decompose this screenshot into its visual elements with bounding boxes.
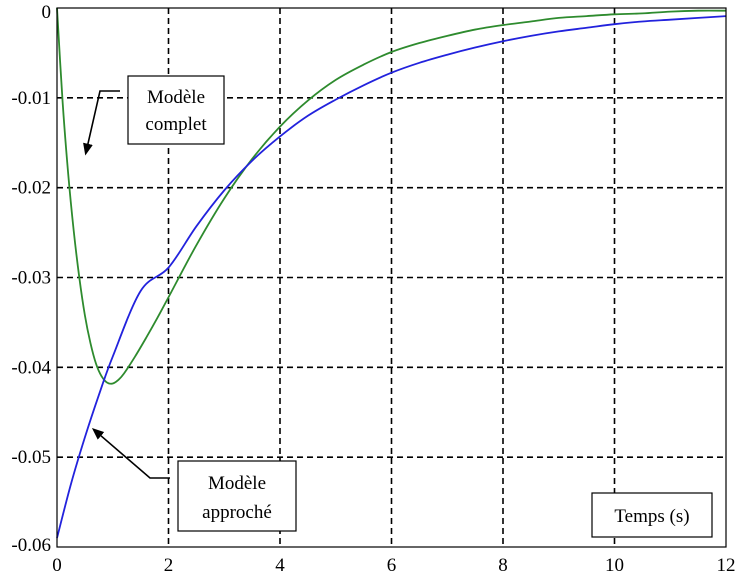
x-tick-label: 0	[52, 555, 62, 574]
series-group	[56, 7, 727, 539]
y-tick-label: -0.03	[11, 268, 51, 289]
x-tick-label: 4	[275, 555, 285, 574]
annotation-box-complet	[127, 75, 225, 145]
x-axis-label-box: Temps (s)	[591, 492, 713, 538]
y-tick-label: -0.05	[11, 447, 51, 468]
y-tick-label: -0.06	[11, 535, 51, 556]
annotation-box-approche	[177, 460, 297, 532]
x-tick-label: 8	[498, 555, 508, 574]
annotation-arrow-approche	[91, 428, 170, 479]
x-tick-label: 2	[164, 555, 174, 574]
annotation-text-approche: Modèle	[208, 473, 266, 494]
annotation-text-complet: Modèle	[147, 87, 205, 108]
annotation-arrow-complet	[83, 90, 120, 156]
tick-labels: 0 2 4 6 8 10 12 0 -0.01 -0.02 -0.03 -0.04 -0.05 -0.06	[11, 2, 735, 574]
annotation-text-approche: approché	[202, 502, 272, 523]
plot-frame	[56, 7, 727, 548]
y-tick-label: 0	[42, 2, 52, 23]
x-tick-label: 12	[717, 555, 736, 574]
y-tick-label: -0.01	[11, 88, 51, 109]
x-tick-label: 10	[605, 555, 624, 574]
series-line-modele-complet	[56, 7, 727, 385]
x-tick-label: 6	[387, 555, 397, 574]
x-axis-label: Temps (s)	[614, 506, 689, 527]
y-tick-label: -0.04	[11, 357, 51, 378]
y-tick-label: -0.02	[11, 178, 51, 199]
series-line-modele-approche	[56, 15, 727, 539]
annotation-text-complet: complet	[145, 114, 207, 135]
